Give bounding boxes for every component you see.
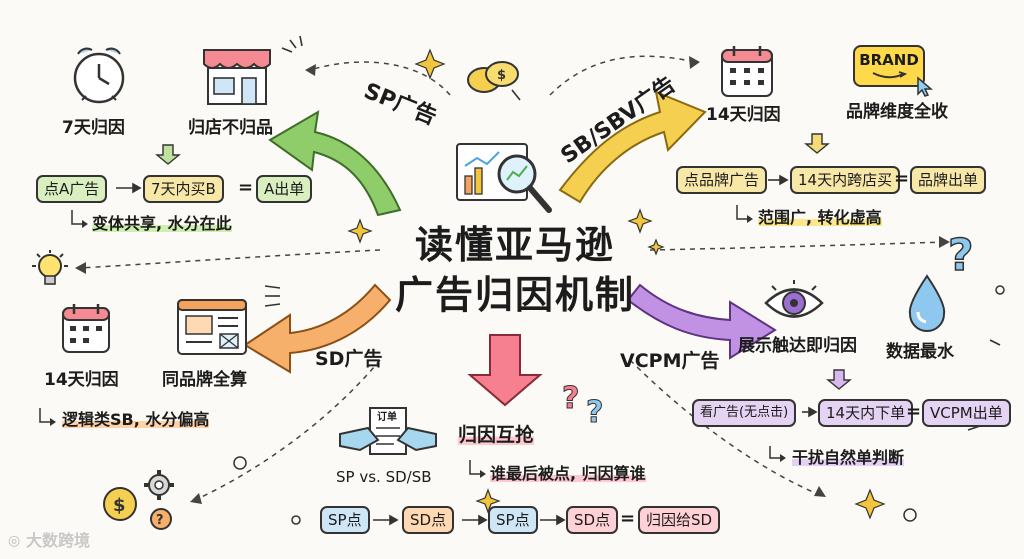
watermark-text: 大数跨境: [26, 531, 91, 550]
handshake-icon: [339, 407, 437, 455]
sd-note: 逻辑类SB, 水分偏高: [62, 410, 210, 429]
sp-arrow-label: SP广告: [360, 78, 441, 131]
lightbulb-icon: [32, 250, 68, 285]
calendar-icon: [62, 304, 110, 353]
question-coin-icon: ?: [150, 508, 172, 530]
sb-flow-result: 品牌出单: [910, 166, 987, 194]
contest-flow-step-1: SP点: [320, 506, 370, 534]
contest-big-arrow: [467, 334, 543, 407]
contest-heading: 归因互抢: [458, 424, 535, 446]
sb-flow-step-2: 14天内跨店买: [790, 166, 901, 194]
equals-sign: =: [238, 177, 254, 198]
vcpm-data-quality-label: 数据最水: [886, 342, 954, 362]
contest-flow-result: 归因给SD: [638, 506, 721, 534]
sd-attribution-window-label: 14天归因: [44, 370, 119, 390]
page-title-line2: 广告归因机制: [394, 273, 635, 317]
cursor-icon: [917, 76, 934, 97]
equals-sign: =: [620, 508, 636, 529]
question-mark-icon: ? ?: [562, 381, 604, 429]
order-doc-label: 订单: [377, 412, 397, 423]
vcpm-arrow-label: VCPM广告: [620, 350, 720, 372]
vcpm-view-through-label: 展示触达即归因: [738, 336, 857, 356]
contest-flow-step-2: SD点: [402, 506, 455, 534]
storefront-icon: [203, 49, 271, 105]
vcpm-flow-step-1: 看广告(无点击): [692, 399, 797, 427]
svg-text:?: ?: [948, 230, 974, 278]
brand-logo-text: BRAND: [859, 51, 919, 69]
sp-attribution-window-label: 7天归因: [62, 118, 125, 138]
page-title-line1: 读懂亚马逊: [414, 223, 615, 267]
sp-store-level-label: 归店不归品: [188, 118, 273, 138]
sb-flow-step-1: 点品牌广告: [676, 166, 768, 194]
svg-text:$: $: [113, 495, 126, 516]
sp-flow-result: A出单: [256, 175, 313, 203]
svg-text:?: ?: [156, 513, 164, 528]
gear-icon: [144, 470, 174, 500]
svg-text:?: ?: [586, 395, 603, 428]
sd-brand-scope-label: 同品牌全算: [162, 370, 247, 390]
contest-note: 谁最后被点, 归因算谁: [490, 464, 646, 483]
watermark-logo-icon: ◎: [8, 533, 21, 549]
contest-flow-step-4: SD点: [566, 506, 619, 534]
eye-icon: [764, 280, 824, 318]
equals-sign: =: [906, 401, 922, 422]
sp-flow-step-2: 7天内买B: [143, 175, 224, 203]
sp-flow-step-1: 点A广告: [36, 175, 108, 203]
magnifier-chart-icon: [456, 143, 552, 213]
question-mark-icon: ?: [947, 229, 974, 278]
water-drop-icon: [908, 274, 946, 332]
browser-window-icon: [177, 299, 247, 355]
sb-note: 范围广, 转化虚高: [758, 208, 882, 227]
contest-vs-label: SP vs. SD/SB: [336, 468, 432, 486]
svg-text:$: $: [497, 68, 506, 83]
svg-text:?: ?: [562, 381, 579, 416]
equals-sign: =: [894, 168, 910, 189]
dollar-coin-icon: $: [103, 487, 137, 521]
vcpm-flow-result: VCPM出单: [922, 399, 1011, 427]
sb-attribution-window-label: 14天归因: [706, 105, 781, 125]
coins-icon: $: [467, 61, 519, 93]
sp-note: 变体共享, 水分在此: [92, 214, 232, 233]
alarm-clock-icon: [73, 47, 125, 104]
sb-arrow-label: SB/SBV广告: [556, 72, 681, 170]
brand-logo-icon: BRAND: [853, 45, 925, 87]
vcpm-flow-step-2: 14天内下单: [818, 399, 914, 427]
contest-flow-step-3: SP点: [488, 506, 538, 534]
down-arrows: [155, 144, 181, 165]
sd-arrow-label: SD广告: [315, 348, 383, 370]
sb-brand-level-label: 品牌维度全收: [846, 102, 948, 122]
vcpm-note: 干扰自然单判断: [792, 448, 905, 467]
calendar-icon: [721, 46, 773, 97]
